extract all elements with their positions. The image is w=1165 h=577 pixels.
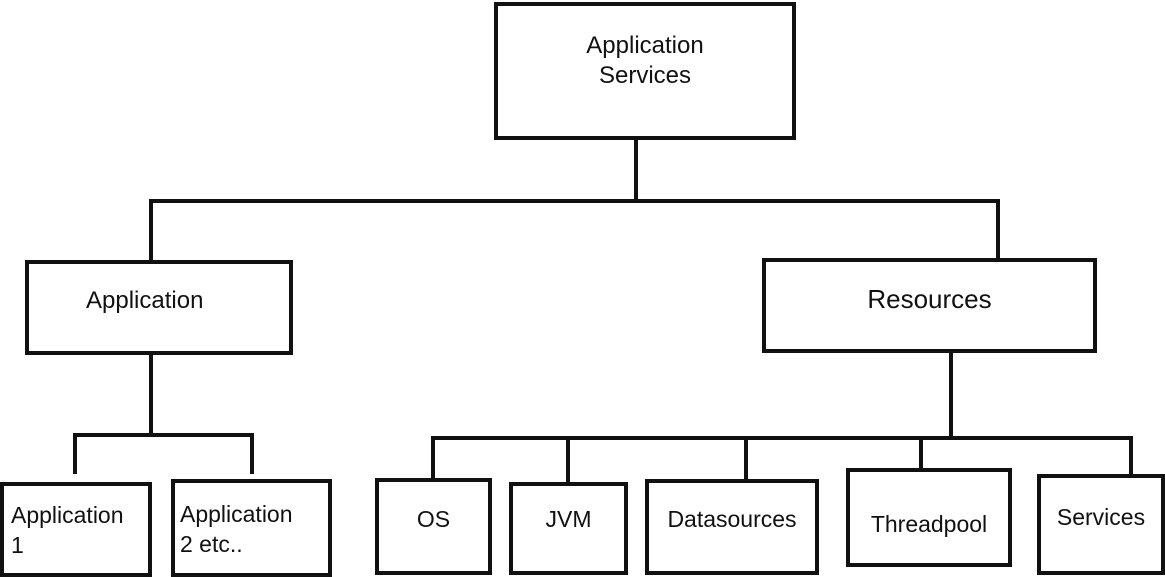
os-node: OS	[375, 478, 492, 575]
threadpool-node-label: Threadpool	[870, 511, 988, 537]
jvm-node: JVM	[509, 482, 628, 575]
jvm-node-label: JVM	[545, 506, 592, 532]
threadpool-node: Threadpool	[846, 468, 1012, 567]
root-node: Application Services	[494, 2, 796, 140]
application-1-node-label: Application 1	[11, 502, 124, 558]
application-node-label: Application	[86, 287, 204, 314]
application-2-node-label: Application 2 etc..	[180, 501, 293, 557]
datasources-node-label: Datasources	[667, 506, 797, 532]
resources-node: Resources	[762, 258, 1097, 353]
os-node-label: OS	[416, 506, 451, 532]
resources-node-label: Resources	[867, 284, 992, 314]
application-1-node: Application 1	[0, 482, 152, 577]
application-2-node: Application 2 etc..	[171, 479, 332, 577]
root-node-label: Application Services	[586, 32, 704, 89]
datasources-node: Datasources	[645, 479, 819, 575]
services-node: Services	[1037, 474, 1165, 575]
application-node: Application	[25, 260, 293, 355]
services-node-label: Services	[1056, 504, 1146, 530]
